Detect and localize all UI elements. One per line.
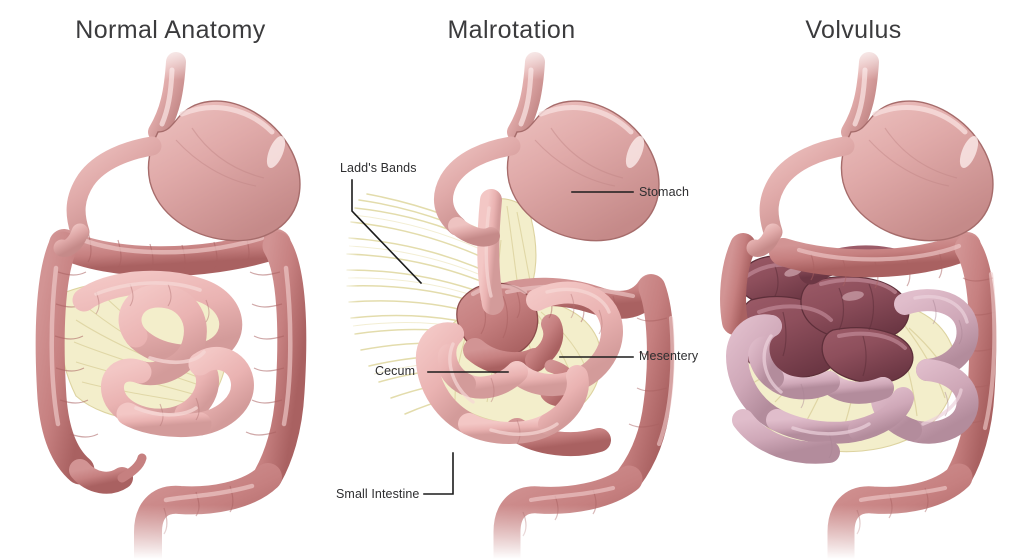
panel-title-volvulus: Volvulus	[805, 16, 902, 44]
volvulus-artwork	[683, 40, 1024, 559]
malrotation-artwork	[341, 40, 682, 559]
small-intestine-malrotation	[415, 189, 623, 445]
normal-anatomy-artwork	[0, 40, 341, 559]
stomach-normal	[53, 52, 301, 257]
stomach-malrotation	[433, 52, 660, 247]
panel-title-normal: Normal Anatomy	[75, 16, 266, 44]
panel-normal-anatomy: Normal Anatomy	[0, 0, 341, 559]
small-intestine-volvulus	[726, 289, 979, 464]
ischemic-bowel-volvulus	[734, 245, 914, 384]
small-intestine-normal	[72, 270, 254, 438]
stomach-volvulus	[746, 52, 994, 257]
panel-title-malrotation: Malrotation	[447, 16, 576, 44]
panel-malrotation: Malrotation	[341, 0, 682, 559]
panel-volvulus: Volvulus	[683, 0, 1024, 559]
